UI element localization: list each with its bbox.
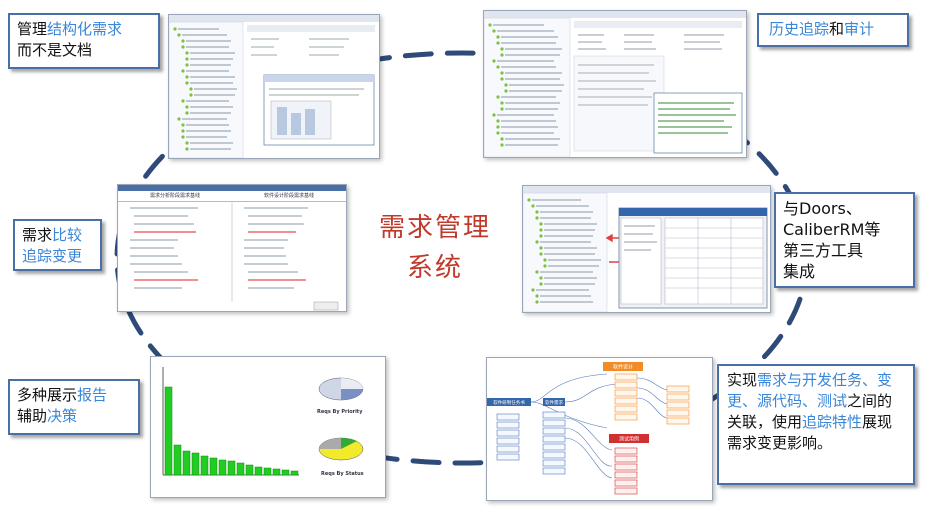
callout-trace: 实现需求与开发任务、变更、源代码、测试之间的关联，使用追踪特性展现需求变更影响。 bbox=[717, 364, 915, 485]
test-node-label: 测试用例 bbox=[619, 436, 639, 443]
center-title-line2: 系统 bbox=[406, 253, 463, 283]
callout-history-highlight2: 审计 bbox=[844, 20, 875, 38]
third-party-integration-screenshot bbox=[522, 185, 771, 313]
baseline-compare-screenshot: 需求分析阶段需求基线 软件设计阶段需求基线 bbox=[117, 184, 347, 312]
right-baseline-header: 软件设计阶段需求基线 bbox=[263, 193, 314, 199]
history-audit-screenshot bbox=[483, 10, 747, 158]
callout-reports-text1: 多种展示 bbox=[17, 386, 78, 404]
callout-trace-highlight1: 需求与开发任务、变更、源代码、测试 bbox=[727, 371, 893, 410]
callout-compare-highlight1: 比较 bbox=[52, 226, 83, 244]
compare-rows bbox=[130, 202, 339, 311]
callout-thirdparty-line4: 集成 bbox=[783, 262, 816, 281]
callout-trace-text3: 展现需求变更影响。 bbox=[727, 413, 893, 452]
callout-reports-highlight2: 决策 bbox=[47, 407, 78, 425]
callout-thirdparty-line3: 第三方工具 bbox=[783, 241, 864, 260]
left-baseline-header: 需求分析阶段需求基线 bbox=[149, 193, 200, 199]
tree-icon bbox=[523, 186, 770, 312]
reports-screenshot: Reqs By Priority Reqs By Status bbox=[150, 356, 386, 498]
callout-trace-highlight2: 追踪特性 bbox=[802, 413, 863, 431]
callout-trace-text1: 实现 bbox=[727, 371, 758, 389]
pie-status-label: Reqs By Status bbox=[321, 471, 364, 477]
traceability-diagram: 软件研制任务书 软件需求 软件设计 测试用例 bbox=[487, 362, 690, 495]
bar-chart-icon bbox=[162, 367, 364, 476]
callout-compare-text: 需求 bbox=[22, 226, 53, 244]
left-node-label: 软件研制任务书 bbox=[493, 399, 525, 406]
callout-reports: 多种展示报告 辅助决策 bbox=[8, 379, 140, 435]
callout-reports-highlight1: 报告 bbox=[77, 386, 108, 404]
pie-chart-icon bbox=[318, 377, 364, 461]
callout-structured-highlight: 结构化需求 bbox=[47, 20, 123, 38]
callout-history-highlight1: 历史追踪 bbox=[769, 20, 830, 38]
callout-history-text: 和 bbox=[829, 20, 845, 38]
top-node-label: 软件设计 bbox=[613, 364, 633, 371]
callout-thirdparty-line2: CaliberRM等 bbox=[783, 220, 881, 239]
pie-priority-label: Reqs By Priority bbox=[317, 409, 363, 415]
traceability-screenshot: 软件研制任务书 软件需求 软件设计 测试用例 bbox=[486, 357, 713, 501]
tree-icon bbox=[484, 11, 746, 157]
callout-thirdparty-line1: 与Doors、 bbox=[783, 199, 862, 218]
center-title-line1: 需求管理 bbox=[378, 213, 491, 243]
callout-structured-text1: 管理 bbox=[17, 20, 48, 38]
structured-requirements-screenshot bbox=[168, 14, 380, 159]
mid-node-label: 软件需求 bbox=[545, 399, 563, 406]
tree-icon bbox=[169, 15, 379, 158]
callout-structured-text2: 而不是文档 bbox=[17, 41, 93, 59]
callout-reports-text2: 辅助 bbox=[17, 407, 48, 425]
callout-history: 历史追踪和审计 bbox=[757, 13, 909, 47]
callout-compare: 需求比较 追踪变更 bbox=[13, 219, 102, 271]
callout-trace-text2: 之间的关联，使用 bbox=[727, 392, 893, 431]
callout-compare-highlight2: 追踪变更 bbox=[22, 247, 83, 265]
callout-thirdparty: 与Doors、 CaliberRM等 第三方工具 集成 bbox=[774, 192, 915, 288]
center-title: 需求管理 系统 bbox=[360, 208, 510, 288]
callout-structured: 管理结构化需求 而不是文档 bbox=[8, 13, 160, 69]
